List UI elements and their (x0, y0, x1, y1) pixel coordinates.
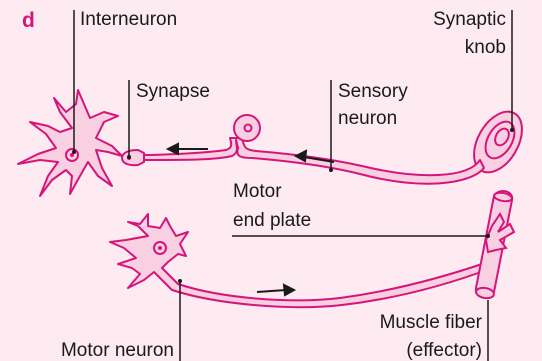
dot-motor-neuron (178, 279, 182, 283)
interneuron-body (18, 90, 122, 196)
label-interneuron: Interneuron (80, 9, 177, 30)
label-motor: Motor (233, 181, 282, 202)
sensory-cell-body (234, 115, 260, 141)
label-effector: (effector) (406, 340, 482, 361)
arrow-interneuron-head (168, 144, 178, 154)
label-motor-neuron: Motor neuron (61, 340, 174, 361)
arrow-motor-head (284, 285, 294, 295)
sensory-axon (135, 138, 484, 184)
label-knob: knob (465, 37, 506, 58)
label-end-plate: end plate (233, 210, 311, 231)
label-synapse: Synapse (136, 81, 210, 102)
dot-sensory-neuron (329, 168, 333, 172)
dot-synaptic-knob (510, 128, 514, 132)
panel-letter: d (22, 9, 35, 32)
sensory-neuron (122, 103, 532, 183)
leader-lines (74, 10, 512, 361)
label-muscle-fiber: Muscle fiber (380, 312, 483, 333)
interneuron (18, 90, 122, 196)
arrow-motor-line (257, 290, 286, 292)
muscle-fiber (475, 191, 514, 299)
motor-nucleolus (158, 246, 162, 250)
dot-motor-end-plate (486, 234, 490, 238)
dot-interneuron (72, 150, 76, 154)
label-synaptic: Synaptic (433, 9, 506, 30)
label-neuron: neuron (338, 108, 397, 129)
label-sensory: Sensory (338, 81, 408, 102)
dot-synapse (127, 155, 131, 159)
synapse-terminal (122, 150, 144, 165)
